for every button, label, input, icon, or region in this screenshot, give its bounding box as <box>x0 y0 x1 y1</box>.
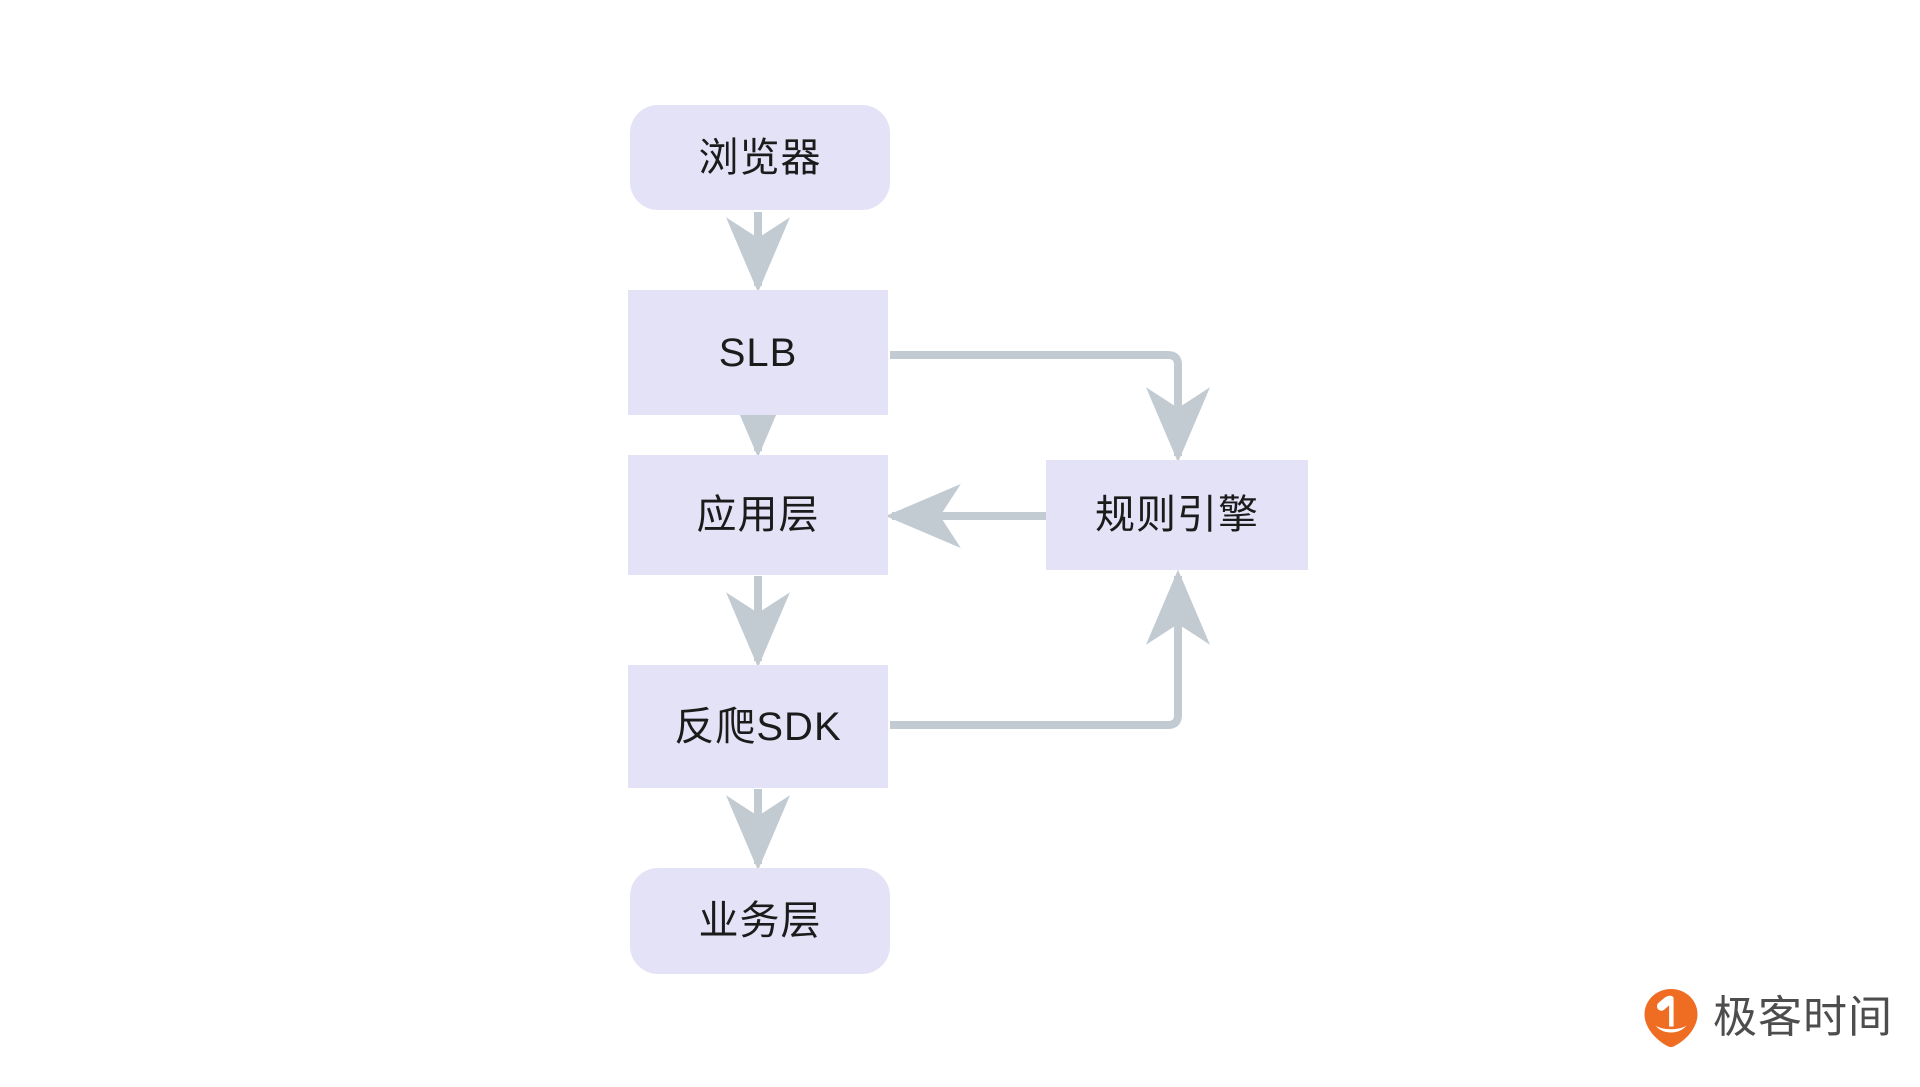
node-slb-label: SLB <box>718 330 798 375</box>
node-browser[interactable]: 浏览器 <box>630 105 890 210</box>
geektime-brand-text: 极客时间 <box>1713 993 1893 1042</box>
node-application-layer[interactable]: 应用层 <box>628 455 888 575</box>
geektime-pin-icon <box>1644 989 1698 1048</box>
watermark-logo: 极客时间 <box>1643 988 1893 1048</box>
node-anti-crawler-sdk-label: 反爬SDK <box>674 704 842 749</box>
node-rule-engine[interactable]: 规则引擎 <box>1046 460 1308 570</box>
node-slb[interactable]: SLB <box>628 290 888 415</box>
edge-sdk-to-rules <box>890 569 1210 729</box>
node-application-layer-label: 应用层 <box>696 493 820 537</box>
node-browser-label: 浏览器 <box>698 135 822 180</box>
edge-slb-to-rules <box>890 351 1210 463</box>
node-business-layer[interactable]: 业务层 <box>630 868 890 974</box>
node-rule-engine-label: 规则引擎 <box>1095 493 1259 537</box>
node-business-layer-label: 业务层 <box>698 899 822 943</box>
node-anti-crawler-sdk[interactable]: 反爬SDK <box>628 665 888 788</box>
